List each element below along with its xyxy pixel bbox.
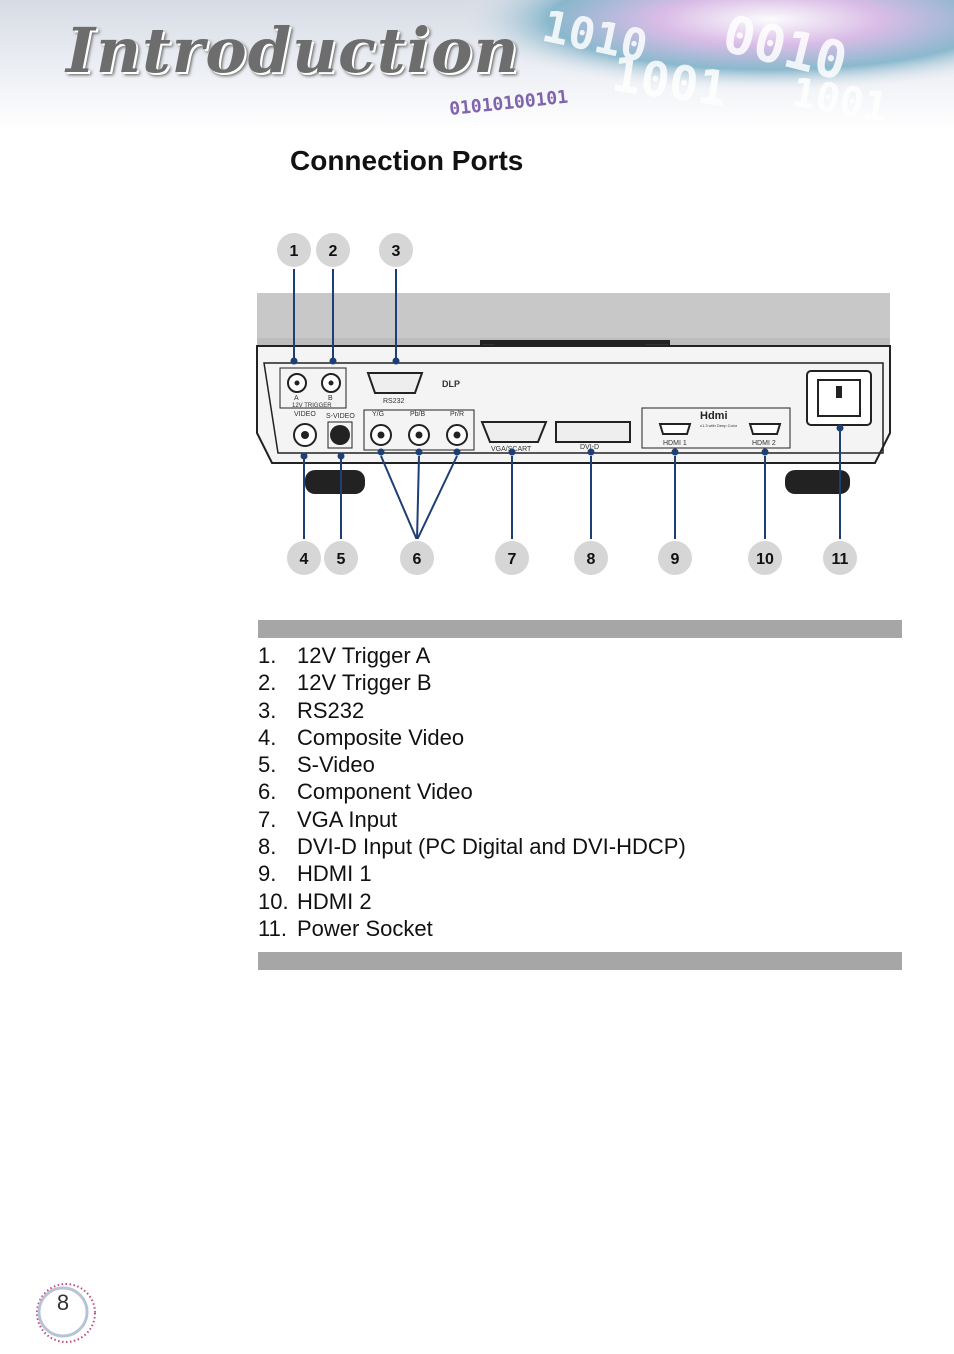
svg-text:1: 1: [290, 243, 299, 260]
callout-7: 7: [493, 539, 531, 577]
svg-text:7: 7: [508, 551, 517, 568]
binary-banner-art: 1010 1001 0010 1001 01010100101: [380, 0, 954, 130]
list-item: 9.HDMI 1: [258, 861, 372, 887]
list-item: 5.S-Video: [258, 752, 375, 778]
svg-text:v1.3 with Deep Color: v1.3 with Deep Color: [700, 423, 738, 428]
svg-text:HDMI 1: HDMI 1: [663, 440, 687, 447]
svg-text:5: 5: [337, 551, 346, 568]
svg-text:RS232: RS232: [383, 398, 405, 405]
list-item: 10.HDMI 2: [258, 888, 372, 914]
svg-text:11: 11: [832, 551, 849, 568]
svg-text:4: 4: [300, 551, 309, 568]
callout-3: 3: [377, 231, 415, 269]
callout-1: 1: [275, 231, 313, 269]
list-item: 8.DVI-D Input (PC Digital and DVI-HDCP): [258, 834, 686, 860]
list-item: 1.12V Trigger A: [258, 643, 431, 668]
list-item: 7.VGA Input: [258, 806, 398, 832]
page-title: Introduction: [66, 14, 520, 87]
svg-text:Pr/R: Pr/R: [450, 411, 464, 418]
callout-6: 6: [398, 539, 436, 577]
callout-4: 4: [285, 539, 323, 577]
svg-text:9: 9: [671, 551, 680, 568]
svg-text:Pb/B: Pb/B: [410, 411, 426, 418]
svg-text:Y/G: Y/G: [372, 411, 384, 418]
list-item: 3.RS232: [258, 697, 365, 723]
svg-text:A: A: [294, 395, 299, 402]
page-number: 8: [56, 1290, 70, 1315]
callout-2: 2: [314, 231, 352, 269]
list-item: 2.12V Trigger B: [258, 670, 432, 696]
page-header: 1010 1001 0010 1001 01010100101 Introduc…: [0, 0, 954, 130]
ports-list: 1.12V Trigger A 2.12V Trigger B 3.RS232 …: [258, 642, 686, 942]
list-item: 4.Composite Video: [258, 724, 465, 750]
svg-text:Hdmi: Hdmi: [700, 410, 728, 422]
svg-text:B: B: [328, 395, 333, 402]
callout-8: 8: [572, 539, 610, 577]
svg-text:DVI-D: DVI-D: [580, 444, 599, 451]
svg-text:6: 6: [413, 551, 422, 568]
svg-text:10: 10: [756, 551, 774, 568]
list-item: 6.Component Video: [258, 779, 473, 805]
svg-text:2: 2: [329, 243, 338, 260]
list-top-bar: [258, 620, 902, 638]
svg-text:3: 3: [392, 243, 401, 260]
list-item: 11.Power Socket: [258, 915, 433, 941]
svg-text:DLP: DLP: [442, 379, 460, 389]
callout-11: 11: [821, 539, 859, 577]
list-bottom-bar: [258, 952, 902, 970]
callout-9: 9: [656, 539, 694, 577]
connection-panel-diagram: A B 12V TRIGGER RS232 DLP VIDEO S-VIDEO …: [256, 231, 891, 577]
callout-5: 5: [322, 539, 360, 577]
svg-text:12V TRIGGER: 12V TRIGGER: [292, 403, 332, 409]
svg-text:HDMI 2: HDMI 2: [752, 440, 776, 447]
section-title: Connection Ports: [290, 145, 524, 176]
callout-10: 10: [746, 539, 784, 577]
svg-text:VIDEO: VIDEO: [294, 411, 316, 418]
svg-text:S-VIDEO: S-VIDEO: [326, 413, 355, 420]
page-number-badge: [36, 1283, 96, 1343]
svg-text:8: 8: [587, 551, 596, 568]
